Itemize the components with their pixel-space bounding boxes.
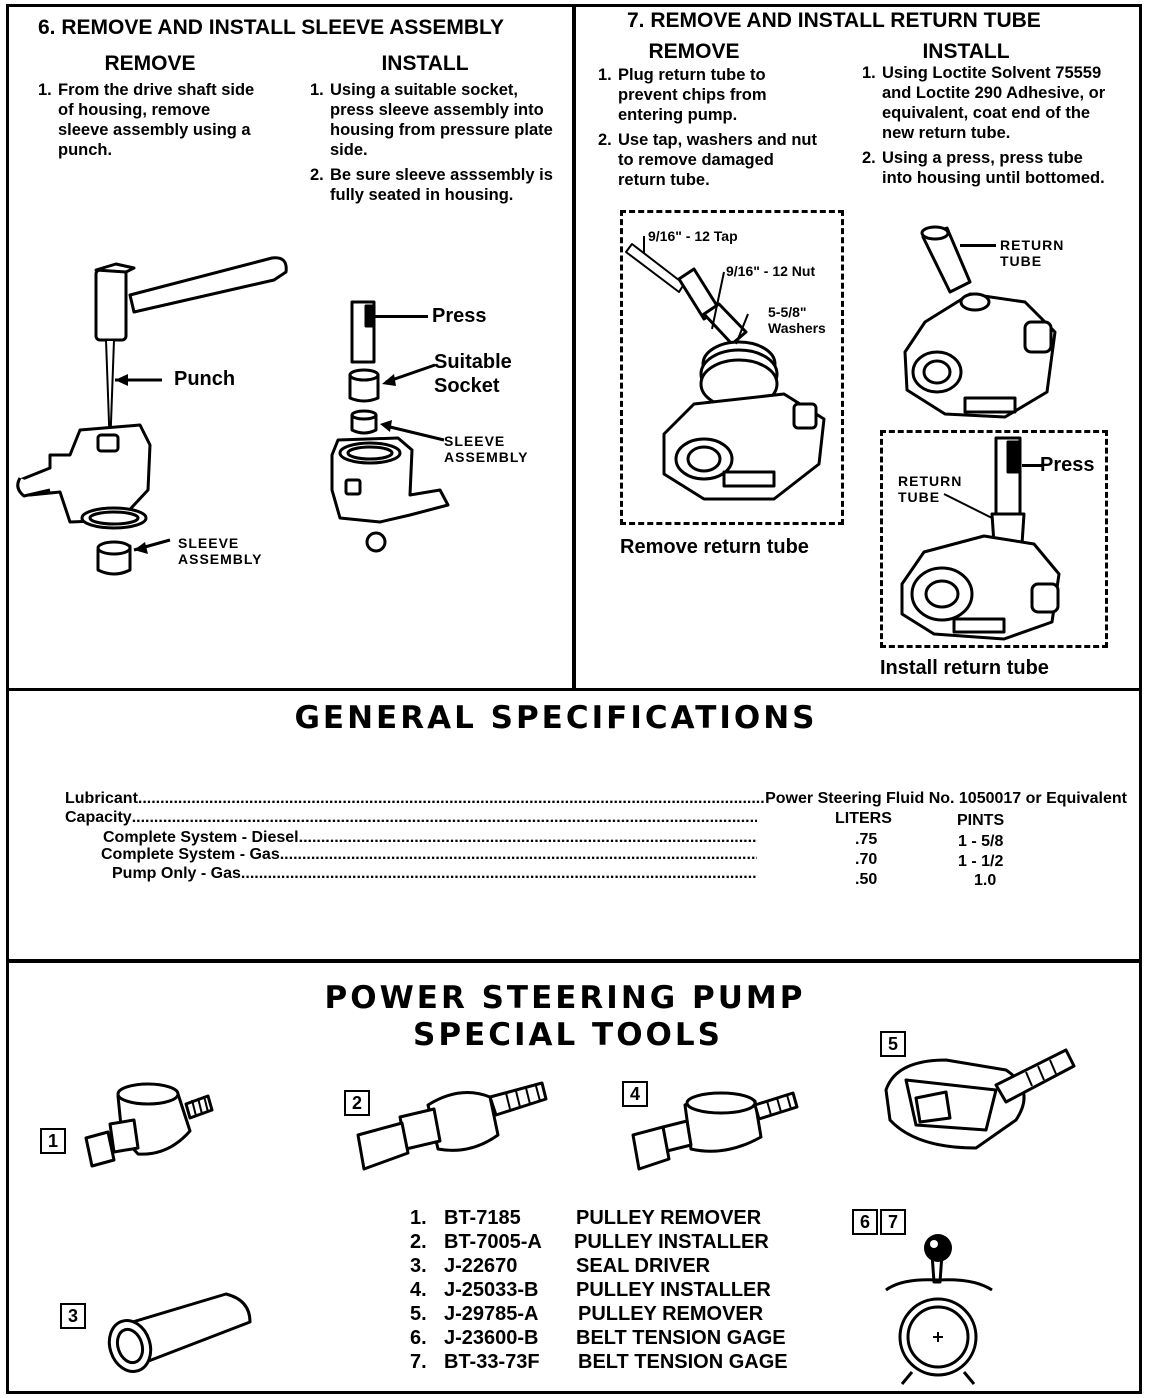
- section6-remove-heading: REMOVE: [104, 52, 196, 75]
- sleeve-arrow: [380, 420, 445, 442]
- pulley-remover-1-illustration: [84, 1082, 214, 1168]
- section6-title: 6. REMOVE AND INSTALL SLEEVE ASSEMBLY: [38, 16, 504, 39]
- socket-press-housing-illustration: [330, 300, 450, 553]
- remove-return-tube-box: [620, 210, 844, 525]
- washers-label: 5-5/8" Washers: [768, 304, 826, 336]
- section6-remove-steps: 1.From the drive shaft side of housing, …: [38, 80, 258, 165]
- step-item: 2.Using a press, press tube into housing…: [862, 149, 1105, 187]
- step-item: 1.Plug return tube to prevent chips from…: [598, 66, 767, 124]
- return-tube-top-label: RETURN TUBE: [1000, 237, 1065, 269]
- spec-liters-gas: .70: [855, 851, 878, 868]
- install-return-tube-caption: Install return tube: [880, 657, 1049, 679]
- step-item: 2.Use tap, washers and nut to remove dam…: [598, 131, 817, 189]
- remove-return-tube-caption: Remove return tube: [620, 536, 809, 558]
- install-press-arrow-line: [1022, 464, 1042, 467]
- pulley-installer-2-illustration: [356, 1081, 548, 1171]
- capacity-label: Capacity: [65, 809, 132, 826]
- section6-install-heading: INSTALL: [381, 52, 469, 75]
- tool-callout-7: 7: [880, 1209, 906, 1235]
- leader-dots: ........................................…: [298, 829, 757, 846]
- lubricant-label: Lubricant: [65, 790, 138, 807]
- section7-install-steps: 1.Using Loctite Solvent 75559 and Loctit…: [862, 63, 1117, 193]
- tool-callout-3: 3: [60, 1303, 86, 1329]
- leader-dots: ........................................…: [279, 846, 757, 863]
- divider-vertical-top: [572, 4, 576, 690]
- tap-label: 9/16" - 12 Tap: [648, 228, 738, 244]
- spec-pints-pump: 1.0: [974, 872, 997, 889]
- spec-pints-diesel: 1 - 5/8: [958, 833, 1004, 850]
- leader-dots: ........................................…: [131, 809, 757, 826]
- spec-liters-diesel: .75: [855, 831, 878, 848]
- leader-dots: ........................................…: [240, 865, 757, 882]
- suitable-socket-label: Suitable Socket: [434, 351, 512, 397]
- belt-tension-gage-illustration: [885, 1234, 993, 1385]
- divider-horizontal-2: [6, 959, 1142, 963]
- section7-remove-heading: REMOVE: [648, 40, 740, 63]
- lubricant-value: Power Steering Fluid No. 1050017 or Equi…: [765, 790, 1127, 807]
- install-return-tube-pump-illustration: [903, 225, 1057, 419]
- liters-header: LITERS: [835, 810, 892, 827]
- spec-row-gas: Complete System - Gas ..................…: [101, 846, 757, 863]
- seal-driver-3-illustration: [107, 1292, 252, 1373]
- return-tube-box-label: RETURN TUBE: [898, 473, 963, 505]
- spec-row-diesel: Complete System - Diesel ...............…: [103, 829, 757, 846]
- punch-label: Punch: [174, 368, 236, 390]
- tool-callout-1: 1: [40, 1128, 66, 1154]
- section7-title: 7. REMOVE AND INSTALL RETURN TUBE: [627, 9, 1041, 32]
- tool-callout-5: 5: [880, 1031, 906, 1057]
- step-item: 2.Be sure sleeve asssembly is fully seat…: [310, 166, 553, 204]
- spec-pints-gas: 1 - 1/2: [958, 853, 1004, 870]
- special-tools-title-line1: POWER STEERING PUMP: [324, 980, 806, 1016]
- capacity-row: Capacity ...............................…: [65, 809, 757, 827]
- step-item: 1.Using Loctite Solvent 75559 and Loctit…: [862, 64, 1106, 142]
- section6-install-steps: 1.Using a suitable socket, press sleeve …: [310, 80, 560, 210]
- hammer-punch-housing-illustration: [16, 256, 288, 576]
- tool-callout-4: 4: [622, 1081, 648, 1107]
- nut-label: 9/16" - 12 Nut: [726, 263, 816, 279]
- press-label: Press: [432, 305, 487, 327]
- tool-callout-6: 6: [852, 1209, 878, 1235]
- pulley-installer-4-illustration: [631, 1091, 799, 1171]
- tool-callout-2: 2: [344, 1090, 370, 1116]
- step-item: 1.From the drive shaft side of housing, …: [38, 81, 255, 159]
- install-return-tube-box: [880, 430, 1108, 648]
- socket-arrow: [382, 363, 436, 386]
- sleeve-assembly-remove-label: SLEEVE ASSEMBLY: [178, 535, 263, 567]
- section7-remove-steps: 1.Plug return tube to prevent chips from…: [598, 65, 823, 195]
- install-press-label: Press: [1040, 454, 1095, 476]
- remove-return-tube-illustration: [625, 236, 826, 501]
- special-tools-title-line2: SPECIAL TOOLS: [413, 1017, 723, 1053]
- press-arrow-line: [374, 315, 428, 318]
- install-press-pump-illustration: [900, 436, 1061, 641]
- section7-install-heading: INSTALL: [922, 40, 1010, 63]
- leader-dots: ........................................…: [137, 790, 766, 807]
- spec-liters-pump: .50: [855, 871, 878, 888]
- lubricant-row: Lubricant ..............................…: [65, 790, 1127, 808]
- general-specs-title: GENERAL SPECIFICATIONS: [294, 700, 818, 736]
- spec-row-pump-only: Pump Only - Gas ........................…: [112, 865, 757, 882]
- return-tube-arrow-line: [960, 244, 996, 247]
- sleeve-assembly-install-label: SLEEVE ASSEMBLY: [444, 433, 529, 465]
- divider-horizontal-1: [6, 688, 1142, 691]
- step-item: 1.Using a suitable socket, press sleeve …: [310, 81, 553, 159]
- pulley-remover-5-illustration: [884, 1048, 1076, 1150]
- pints-header: PINTS: [957, 812, 1005, 829]
